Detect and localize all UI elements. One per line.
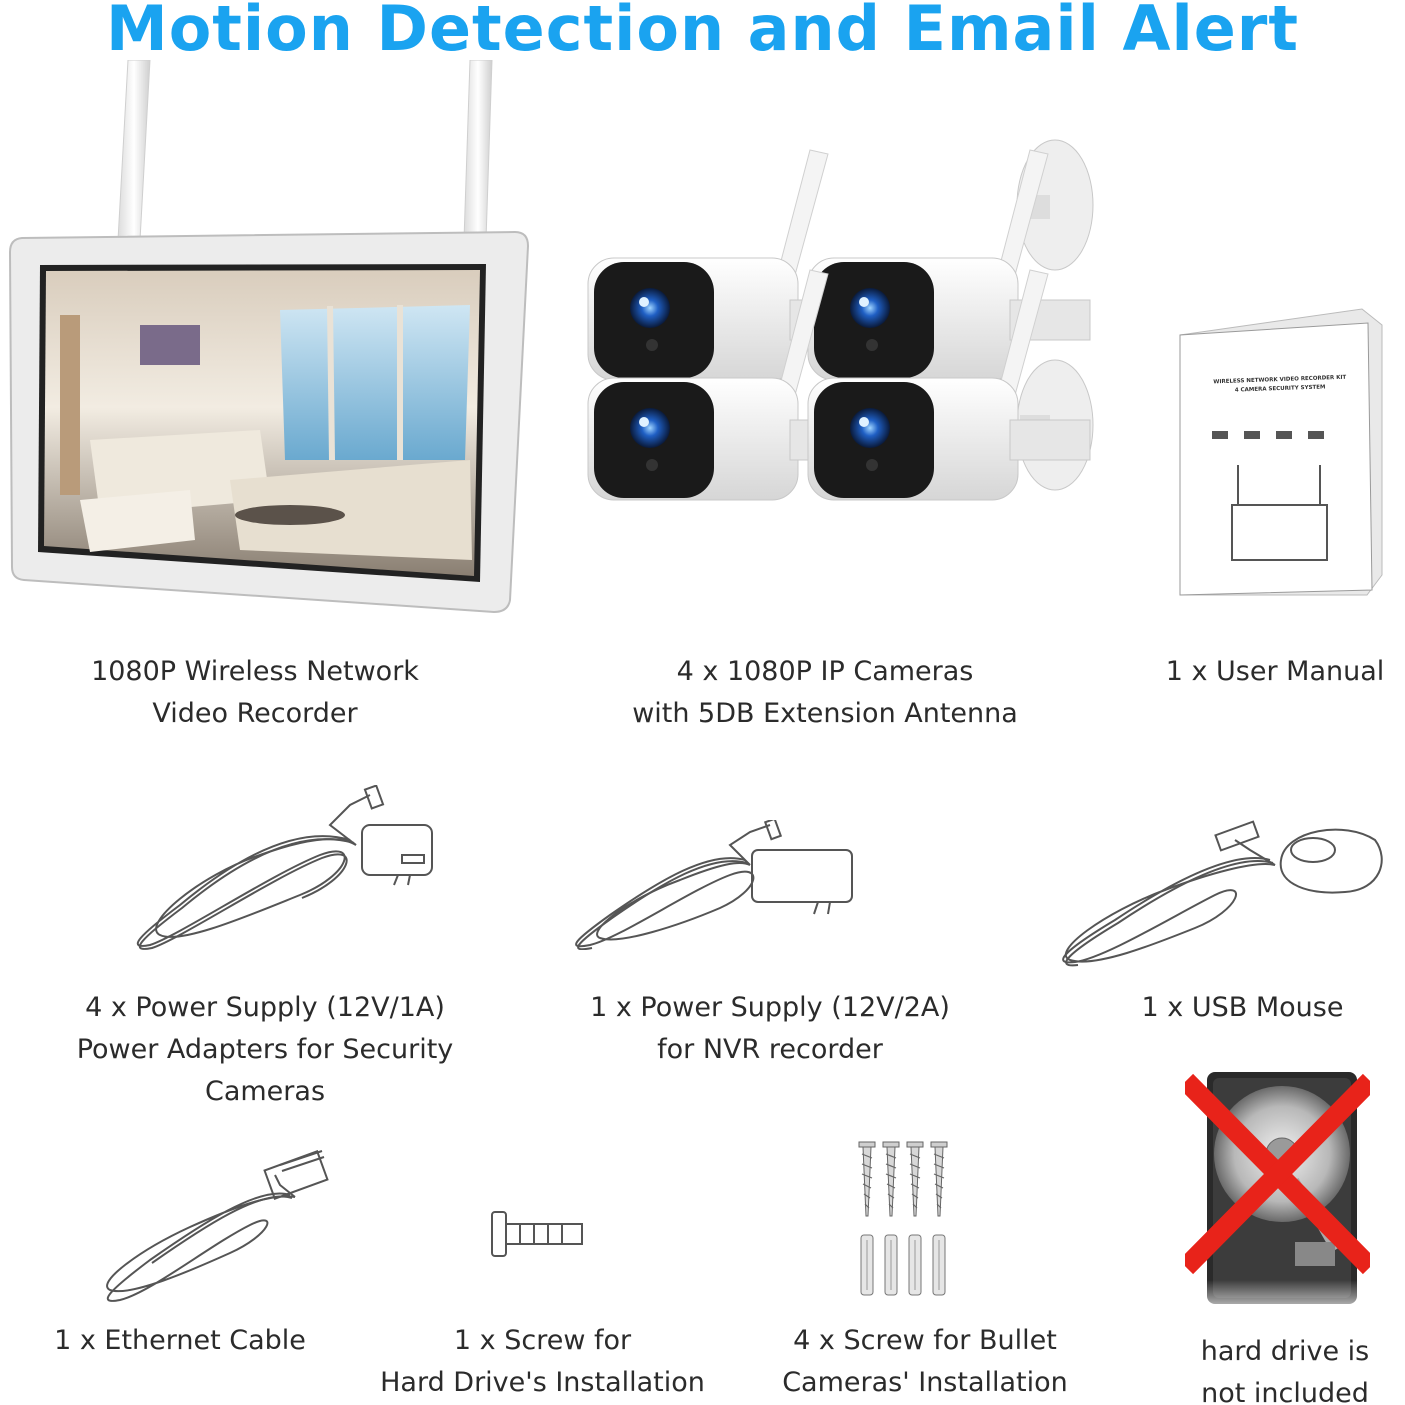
nvr-monitor-icon	[0, 60, 540, 620]
cameras-caption-line2: with 5DB Extension Antenna	[632, 698, 1018, 729]
mouse-caption-line1: 1 x USB Mouse	[1141, 992, 1344, 1023]
hdd-caption-line1: hard drive is	[1200, 1336, 1370, 1367]
power-1a-caption-line3: Cameras	[204, 1076, 326, 1107]
camera-screws-caption-line1: 4 x Screw for Bullet	[793, 1325, 1057, 1356]
mouse-caption: 1 x USB Mouse	[1100, 987, 1385, 1029]
power-adapter-2a-icon	[570, 820, 870, 950]
power-2a-caption: 1 x Power Supply (12V/2A) for NVR record…	[530, 987, 1010, 1071]
manual-icon	[1172, 305, 1387, 605]
power-2a-caption-line1: 1 x Power Supply (12V/2A)	[590, 992, 950, 1023]
screw-icon	[488, 1208, 588, 1260]
hdd-screw-caption-line1: 1 x Screw for	[453, 1325, 632, 1356]
power-1a-caption-line1: 4 x Power Supply (12V/1A)	[85, 992, 445, 1023]
power-2a-caption-line2: for NVR recorder	[657, 1034, 883, 1065]
hdd-screw-caption-line2: Hard Drive's Installation	[380, 1367, 705, 1398]
cameras-caption-line1: 4 x 1080P IP Cameras	[676, 656, 974, 687]
hard-drive-crossed-icon	[1185, 1070, 1370, 1320]
hdd-screw-caption: 1 x Screw for Hard Drive's Installation	[345, 1320, 740, 1404]
cameras-caption: 4 x 1080P IP Cameras with 5DB Extension …	[590, 651, 1060, 735]
hdd-caption-line2: not included	[1201, 1378, 1369, 1405]
camera-screws-caption-line2: Cameras' Installation	[782, 1367, 1068, 1398]
manual-caption-line1: 1 x User Manual	[1165, 656, 1385, 687]
screws-anchors-icon	[855, 1140, 955, 1300]
nvr-caption-line2: Video Recorder	[152, 698, 358, 729]
ethernet-cable-icon	[90, 1135, 340, 1310]
power-1a-caption: 4 x Power Supply (12V/1A) Power Adapters…	[30, 987, 500, 1113]
ethernet-caption: 1 x Ethernet Cable	[20, 1320, 340, 1362]
page-title: Motion Detection and Email Alert	[106, 0, 1299, 65]
ethernet-caption-line1: 1 x Ethernet Cable	[54, 1325, 306, 1356]
power-1a-caption-line2: Power Adapters for Security	[76, 1034, 454, 1065]
manual-caption: 1 x User Manual	[1150, 651, 1400, 693]
power-adapter-icon	[120, 785, 450, 955]
nvr-caption: 1080P Wireless Network Video Recorder	[20, 651, 490, 735]
hdd-caption: hard drive is not included	[1165, 1331, 1405, 1405]
bullet-camera-icon	[580, 80, 1120, 620]
camera-screws-caption: 4 x Screw for Bullet Cameras' Installati…	[745, 1320, 1105, 1404]
mouse-icon	[1045, 820, 1390, 970]
nvr-caption-line1: 1080P Wireless Network	[91, 656, 419, 687]
